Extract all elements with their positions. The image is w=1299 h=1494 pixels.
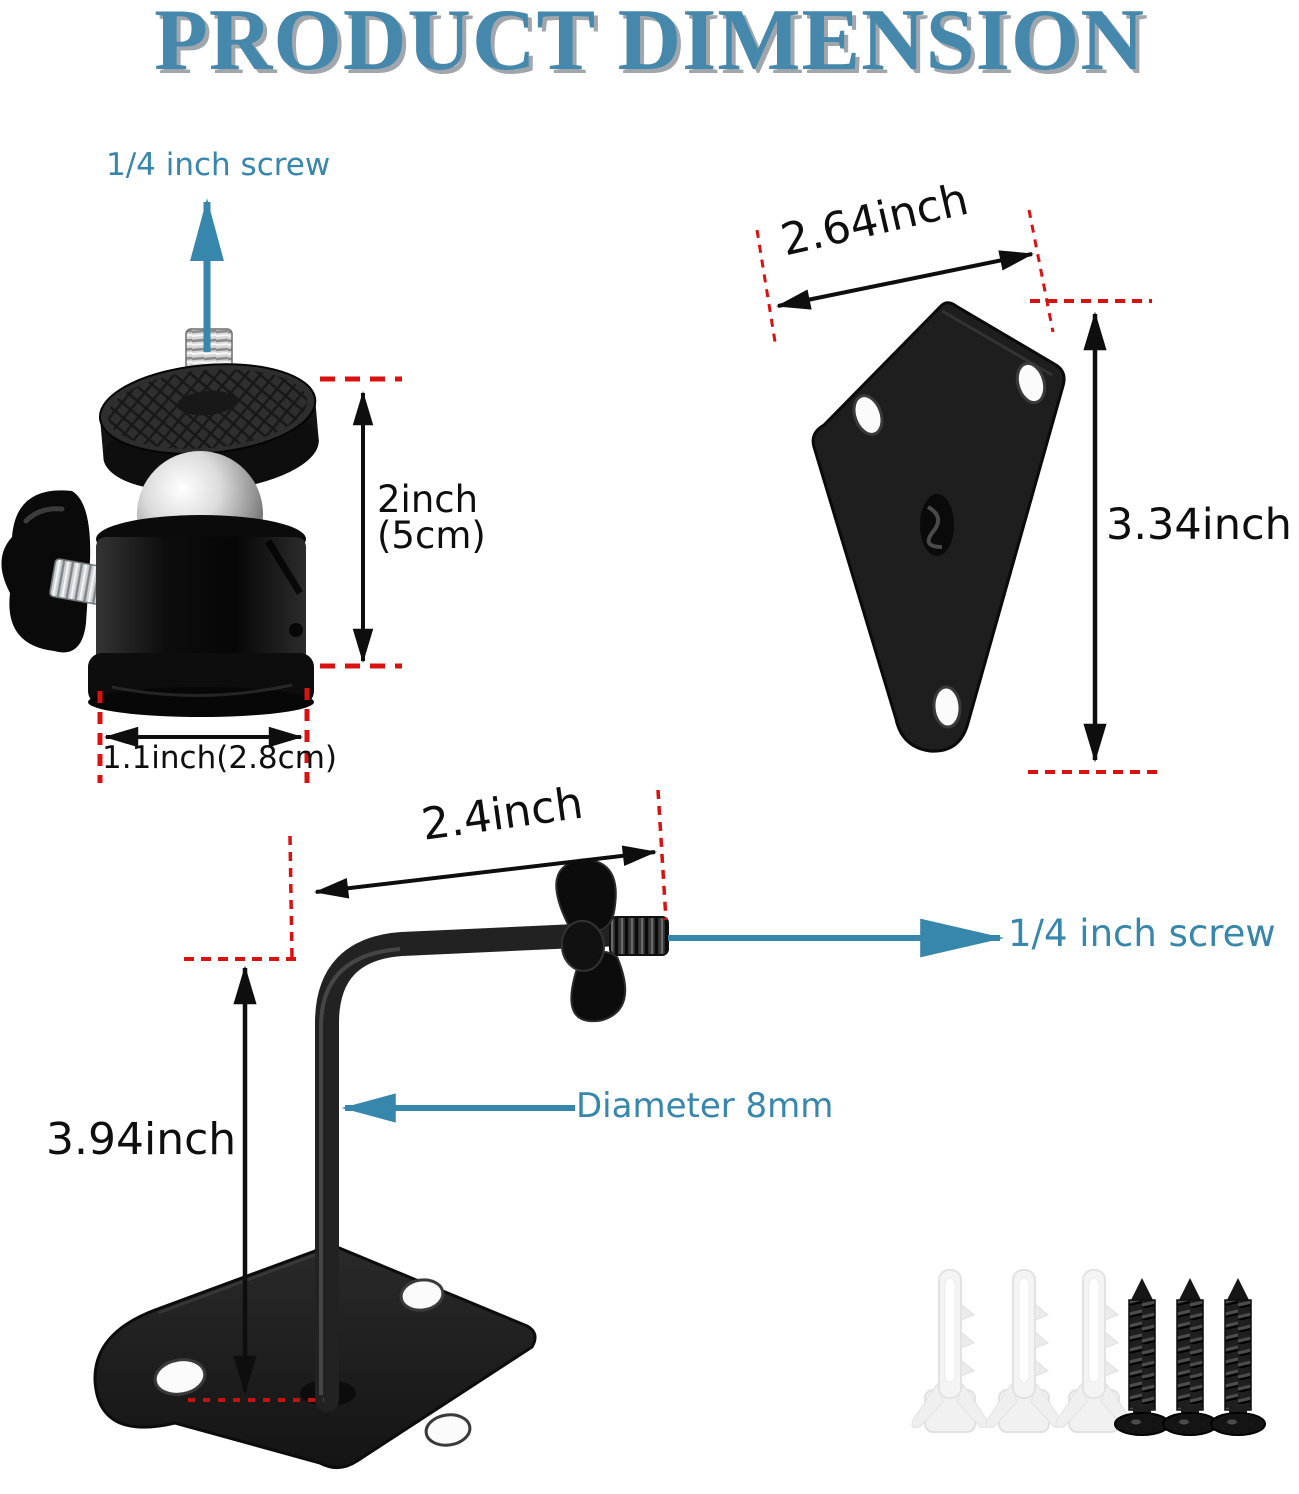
- ballhead-width-label: 1.1inch(2.8cm): [102, 740, 337, 776]
- bracket-rod: [315, 922, 632, 1412]
- plate-hole-bottom: [932, 685, 962, 729]
- bracket-screw-label: 1/4 inch screw: [1008, 912, 1276, 955]
- bracket-length-dimension: [184, 789, 668, 961]
- plate-hole-left: [852, 394, 884, 436]
- wall-plate-image: [811, 301, 1066, 753]
- ballhead-width-dimension: [97, 688, 310, 783]
- ballhead-body: [88, 515, 314, 717]
- plate-width-arrow: [775, 250, 1035, 310]
- bracket-length-arrow: [313, 845, 658, 899]
- ballhead-screw-label: 1/4 inch screw: [106, 147, 331, 183]
- plate-hole-right: [1015, 361, 1047, 405]
- ballhead-height-cm: (5cm): [377, 514, 486, 557]
- bracket-height-label: 3.94inch: [46, 1114, 237, 1165]
- ball-head-image: [1, 328, 319, 717]
- plate-height-label: 3.34inch: [1106, 500, 1292, 550]
- plate-width-dimension: [755, 209, 1055, 349]
- ballhead-top-plate: [98, 363, 319, 492]
- plate-center-hole: [920, 494, 954, 556]
- bracket-diameter-label: Diameter 8mm: [576, 1086, 834, 1126]
- ballhead-height-dimension: [320, 376, 402, 669]
- ballhead-height-label: 2inch (5cm): [377, 478, 486, 557]
- base-hole-bottom: [424, 1413, 472, 1447]
- base-hole-top: [399, 1278, 445, 1312]
- locking-knob: [1, 490, 91, 653]
- ballhead-height-inch: 2inch: [377, 478, 479, 521]
- page-title: PRODUCT DIMENSION: [154, 0, 1145, 89]
- plate-height-dimension: [1028, 299, 1162, 774]
- base-hole-left: [153, 1358, 207, 1396]
